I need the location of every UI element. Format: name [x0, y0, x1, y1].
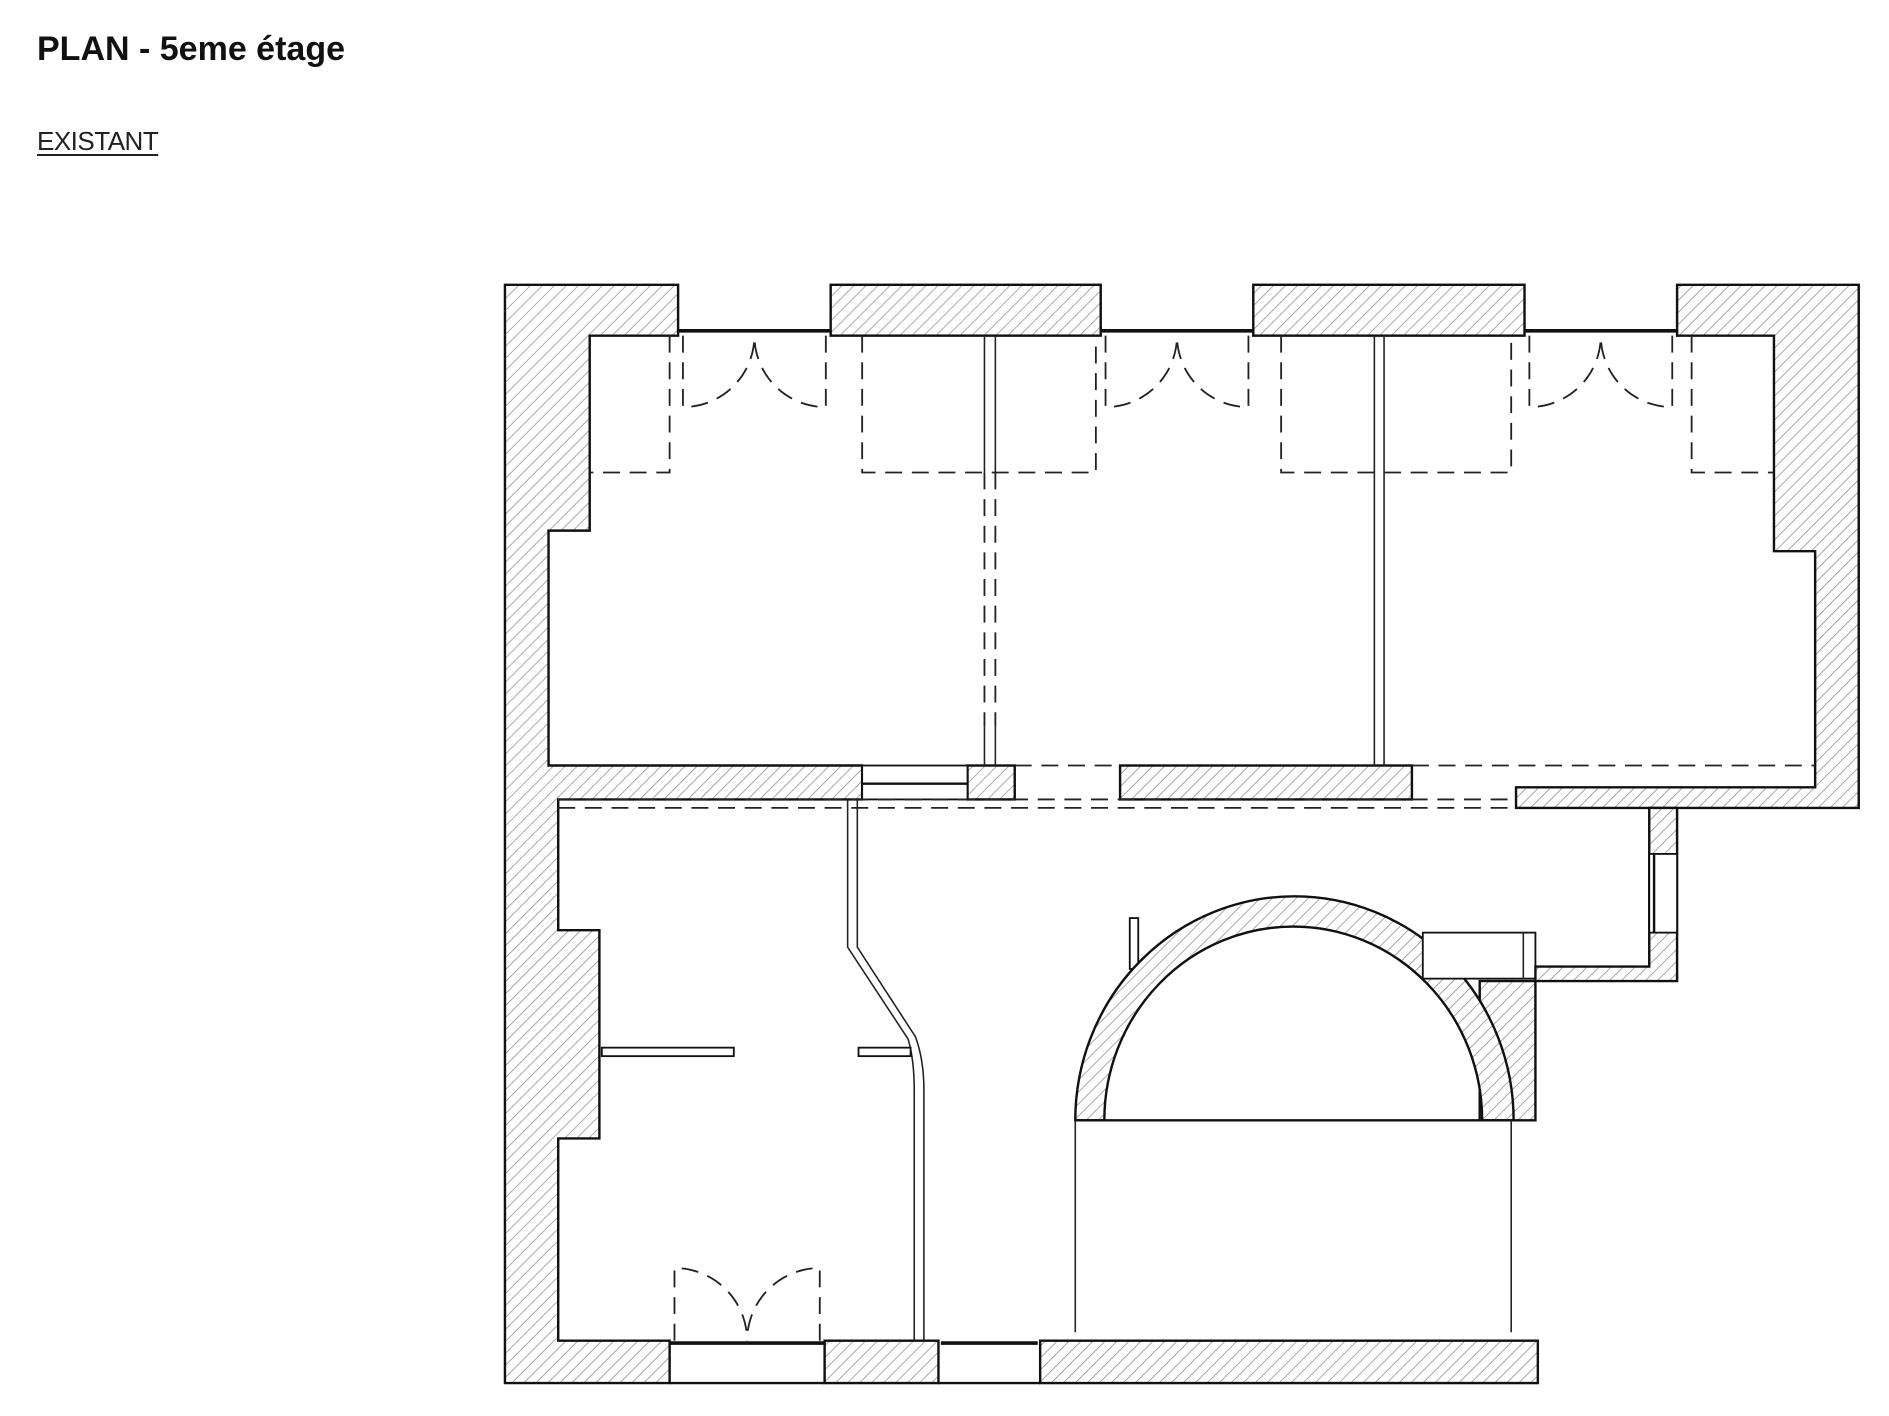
wall-bottom-segment — [1038, 1339, 1540, 1385]
plan-subtitle: EXISTANT — [37, 126, 159, 156]
door-swing — [673, 335, 1674, 1341]
wall-small-right — [1534, 806, 1679, 983]
wall-middle-segment — [1118, 764, 1414, 801]
wall-middle-segment — [966, 764, 1016, 801]
arch-wall — [1074, 895, 1515, 1122]
wall-bottom-segment — [823, 1339, 940, 1385]
dashed-furniture — [558, 335, 1816, 809]
niche — [1421, 931, 1537, 980]
wall-top-pier-1 — [829, 283, 1102, 337]
wall-left-outer — [503, 283, 864, 1385]
plan-title: PLAN - 5eme étage — [37, 30, 345, 68]
partition — [600, 335, 1385, 1341]
wall-right-outer — [1514, 283, 1860, 810]
wall-top-pier-2 — [1252, 283, 1526, 337]
